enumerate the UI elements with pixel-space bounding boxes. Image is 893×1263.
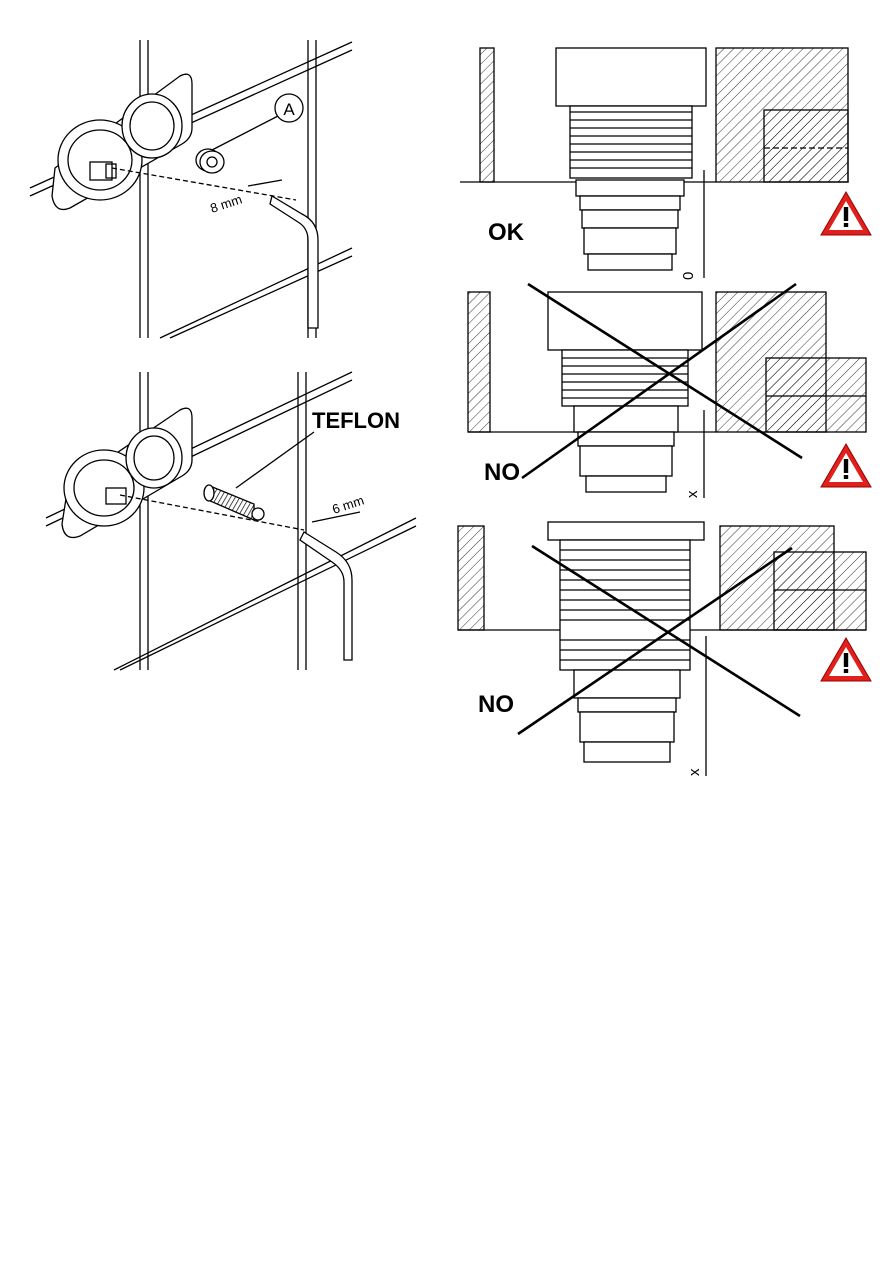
dimension-label-6mm: 6 mm — [330, 493, 366, 517]
teflon-label: TEFLON — [312, 408, 400, 433]
warning-triangle-icon — [821, 444, 871, 487]
verdict-no-1: NO — [484, 459, 520, 486]
gap-value-ok: 0 — [680, 272, 697, 280]
warning-triangle-icon — [821, 638, 871, 681]
gap-value-no-2: x — [686, 768, 703, 776]
verdict-ok: OK — [488, 219, 525, 246]
callout-letter: A — [283, 100, 295, 119]
install-diagram-top — [30, 40, 352, 338]
verdict-no-2: NO — [478, 691, 514, 718]
gap-value-no-1: x — [684, 490, 701, 498]
warning-triangle-icon — [821, 192, 871, 235]
fitting-no-diagram-2 — [458, 522, 866, 776]
dimension-label: 8 mm — [208, 192, 244, 216]
fitting-no-diagram-1 — [468, 284, 866, 498]
